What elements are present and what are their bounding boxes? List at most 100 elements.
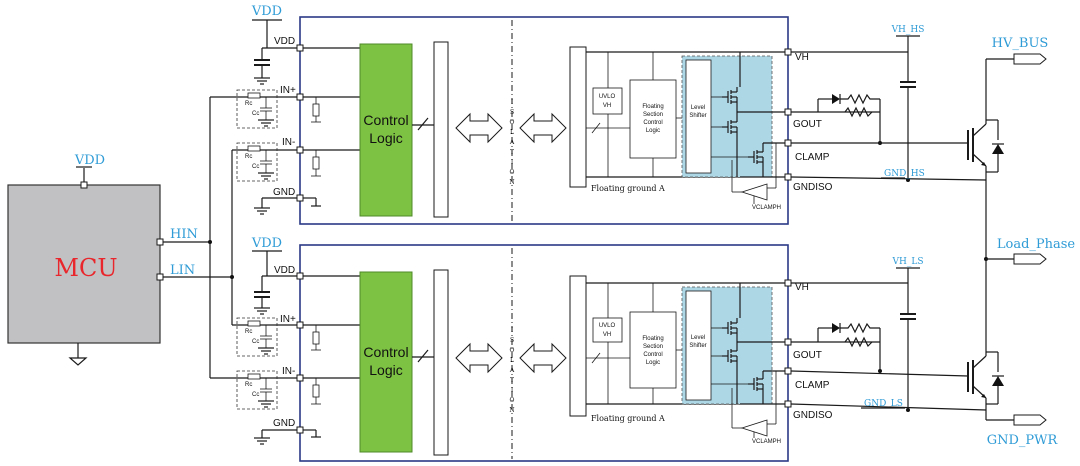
hv-bus-connector <box>1013 53 1047 65</box>
rc-r-label-2: Rc <box>245 382 252 388</box>
fs-line2: Section <box>643 344 663 350</box>
uvlo-line2: VH <box>603 103 611 109</box>
rc-c-label: Cc <box>252 111 259 117</box>
fs-line2: Section <box>643 112 663 118</box>
pin-gndiso: GNDISO <box>793 410 833 421</box>
floating-section-block <box>629 311 677 389</box>
tx-buffer <box>433 41 449 218</box>
svg-text:O: O <box>510 119 515 126</box>
pin-gndiso: GNDISO <box>793 182 833 193</box>
svg-text:O: O <box>510 347 515 354</box>
pin-vdd: VDD <box>274 265 295 276</box>
freewheel-diode-ls <box>992 376 1004 386</box>
isolation-arrow-left <box>455 112 503 144</box>
uvlo-block <box>592 317 623 343</box>
pin-clamp: CLAMP <box>795 380 830 391</box>
ls-line1: Level <box>691 335 705 341</box>
mcu-block: MCU VDD HIN LIN <box>7 153 198 366</box>
driver-frame <box>299 16 789 225</box>
lin-label: LIN <box>170 263 195 278</box>
pin-gout: GOUT <box>793 119 822 130</box>
fs-line4: Logic <box>646 128 660 134</box>
level-shifter-block <box>685 59 712 174</box>
mcu-body <box>7 184 161 344</box>
rc-c-label-2: Cc <box>252 392 259 398</box>
vclamp-label: VCLAMPH <box>752 439 781 445</box>
vh-net-label: VH_HS <box>891 25 925 35</box>
fs-line1: Floating <box>642 104 663 110</box>
svg-text:L: L <box>510 357 514 364</box>
gnd-pwr-connector <box>1013 414 1047 426</box>
gout-diode <box>832 323 840 333</box>
floating-ground-label: Floating ground A <box>591 414 665 423</box>
svg-text:T: T <box>510 377 514 384</box>
isolation-arrow-right <box>519 342 567 374</box>
isolation-text: I S O L A T I O N <box>509 327 515 414</box>
pin-in-minus: IN- <box>282 366 295 377</box>
svg-text:N: N <box>509 179 514 186</box>
rc-r-label: Rc <box>245 101 252 107</box>
clamp-comparator <box>740 183 768 201</box>
vdd-net-label: VDD <box>251 236 282 251</box>
rc-c-label-2: Cc <box>252 164 259 170</box>
driver-frame <box>299 244 789 462</box>
gout-diode <box>832 94 840 104</box>
rc-r-label: Rc <box>245 329 252 335</box>
svg-text:I: I <box>511 327 514 334</box>
rc-filter-box <box>236 89 278 129</box>
control-logic-block <box>359 271 413 453</box>
floating-section-block <box>629 79 677 159</box>
igbt-high-side <box>967 119 1004 180</box>
pin-in-plus: IN+ <box>280 85 296 96</box>
load-phase-connector <box>1013 253 1047 265</box>
svg-text:A: A <box>509 367 515 374</box>
ls-line2: Shifter <box>689 113 706 119</box>
uvlo-line1: UVLO <box>599 323 616 329</box>
svg-text:S: S <box>510 109 514 116</box>
vclamp-label: VCLAMPH <box>752 205 781 211</box>
svg-text:T: T <box>510 149 514 156</box>
fs-line3: Control <box>643 120 662 126</box>
uvlo-line1: UVLO <box>599 94 616 100</box>
rx-buffer <box>569 46 587 188</box>
isolation-arrow-right <box>519 112 567 144</box>
driver-high-side: VDD VDD IN+ Rc Cc IN- Rc Cc <box>236 4 987 225</box>
svg-text:I: I <box>511 387 514 394</box>
freewheel-diode-hs <box>992 144 1004 154</box>
hin-label: HIN <box>170 227 198 242</box>
clamp-comparator <box>740 419 768 437</box>
isolation-text: I S O L A T I O N <box>509 99 515 186</box>
uvlo-block <box>592 87 623 115</box>
svg-text:L: L <box>510 129 514 136</box>
svg-text:O: O <box>510 397 515 404</box>
pin-gnd: GND <box>273 418 295 429</box>
pin-gout: GOUT <box>793 350 822 361</box>
igbt-low-side <box>967 350 1004 420</box>
pin-in-plus: IN+ <box>280 314 296 325</box>
pin-in-minus: IN- <box>282 137 295 148</box>
gnd-pwr-label: GND_PWR <box>987 433 1059 448</box>
fs-line4: Logic <box>646 360 660 366</box>
driver-low-side: VDD VDD IN+ Rc Cc IN- Rc Cc <box>236 236 987 462</box>
svg-text:N: N <box>509 407 514 414</box>
ls-line2: Shifter <box>689 343 706 349</box>
uvlo-line2: VH <box>603 332 611 338</box>
pin-clamp: CLAMP <box>795 152 830 163</box>
svg-text:S: S <box>510 337 514 344</box>
pin-vdd: VDD <box>274 36 295 47</box>
rc-r-label-2: Rc <box>245 154 252 160</box>
svg-text:A: A <box>509 139 515 146</box>
svg-text:O: O <box>510 169 515 176</box>
tx-buffer <box>433 269 449 456</box>
gnd-net-label: GND_LS <box>864 399 903 409</box>
pin-vh: VH <box>795 52 809 63</box>
control-logic-block <box>359 43 413 217</box>
level-shifter-block <box>685 290 712 401</box>
fs-line1: Floating <box>642 336 663 342</box>
pin-gnd: GND <box>273 187 295 198</box>
control-logic-line2: Logic <box>369 130 402 146</box>
control-logic-line1: Control <box>363 112 408 128</box>
vh-net-label: VH_LS <box>892 257 924 267</box>
control-logic-line1: Control <box>363 344 408 360</box>
